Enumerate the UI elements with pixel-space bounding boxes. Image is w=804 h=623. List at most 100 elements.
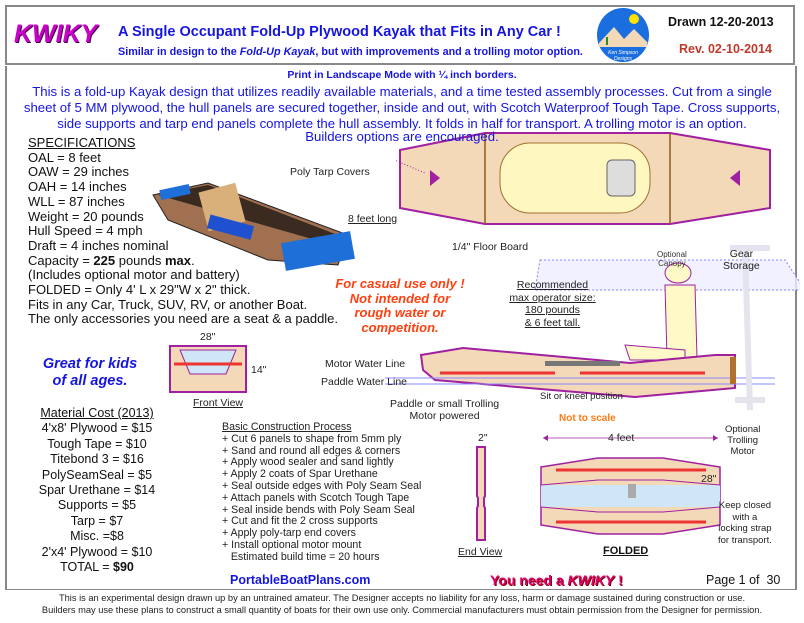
material-line: Misc. =$8 xyxy=(70,529,124,544)
material-line: Supports = $5 xyxy=(57,498,137,513)
disclaimer-line: This is an experimental design drawn up … xyxy=(58,593,746,603)
keep-line: Keep closed xyxy=(718,500,772,511)
gear-line: Storage xyxy=(723,260,760,272)
header-box xyxy=(5,5,795,65)
intro-line: Builders options are encouraged. xyxy=(305,129,499,144)
page-title: A Single Occupant Fold-Up Plywood Kayak … xyxy=(118,24,561,40)
material-cost: Material Cost (2013) 4'x8' Plywood = $15… xyxy=(22,406,172,575)
svg-text:Ken Simpson: Ken Simpson xyxy=(608,50,638,56)
rec-line: & 6 feet tall. xyxy=(524,316,581,329)
material-line: 2'x4' Plywood = $10 xyxy=(41,544,153,559)
intro-line: This is a fold-up Kayak design that util… xyxy=(32,84,772,99)
construction-step: + Apply wood sealer and sand lightly xyxy=(222,456,394,469)
material-line: PolySeamSeal = $5 xyxy=(41,467,153,482)
keep-line: for transport. xyxy=(718,534,772,546)
warning-line: Not intended for xyxy=(349,290,451,306)
cap-pre: Capacity = xyxy=(28,252,94,268)
body-frame xyxy=(5,66,797,590)
page-number: Page 1 of 30 xyxy=(706,573,781,587)
svg-text:Designs: Designs xyxy=(614,56,633,62)
end-width: 2" xyxy=(478,432,488,444)
subtitle-post: , but with improvements and a trolling m… xyxy=(315,46,583,58)
construction-step: + Attach panels with Scotch Tough Tape xyxy=(222,491,410,504)
disclaimer: This is an experimental design drawn up … xyxy=(0,592,804,616)
material-line: Spar Urethane = $14 xyxy=(38,483,156,498)
website-link[interactable]: PortableBoatPlans.com xyxy=(230,573,371,587)
end-view-label: End View xyxy=(458,546,503,558)
need-pre: You need a xyxy=(490,572,568,588)
canopy-line: Optional xyxy=(657,250,687,259)
need-post: ! xyxy=(614,572,623,588)
print-note: Print in Landscape Mode with ¼ inch bord… xyxy=(287,69,517,81)
not-to-scale: Not to scale xyxy=(559,413,616,424)
label-paddle-water-line: Paddle Water Line xyxy=(321,376,407,388)
spec-line: The only accessories you need are a seat… xyxy=(28,311,339,327)
trolling-line: Optional xyxy=(725,424,761,435)
front-view-diagram xyxy=(169,345,247,393)
kids-line: Great for kids xyxy=(42,356,138,372)
kayak-side-view xyxy=(385,245,800,411)
subtitle-em: Fold-Up Kayak xyxy=(239,46,316,58)
rec-line: Recommended xyxy=(516,279,589,291)
kwiky-logo: KWIKY xyxy=(14,20,98,48)
construction-step: Estimated build time = 20 hours xyxy=(222,550,380,563)
subtitle-pre: Similar in design to the xyxy=(118,46,240,58)
material-line: 4'x8' Plywood = $15 xyxy=(41,421,153,436)
construction-step: + Apply 2 coats of Spar Urethane xyxy=(222,468,378,481)
spec-line: FOLDED = Only 4' L x 29"W x 2" thick. xyxy=(28,282,251,298)
end-view-diagram xyxy=(476,446,486,541)
folded-height: 28" xyxy=(701,473,717,485)
disclaimer-line: Builders may use these plans to construc… xyxy=(41,605,763,615)
rec-line: 180 pounds xyxy=(525,304,580,316)
spec-line: OAH = 14 inches xyxy=(28,179,127,195)
construction-step: + Sand and round all edges & corners xyxy=(222,444,401,457)
drawn-date: Drawn 12-20-2013 xyxy=(668,15,774,29)
designer-badge-icon: Ken Simpson Designs xyxy=(597,8,649,62)
label-eight-feet: 8 feet long xyxy=(348,213,398,225)
front-view-label: Front View xyxy=(193,397,243,409)
kayak-top-view xyxy=(395,132,771,225)
spec-line: OAL = 8 feet xyxy=(28,149,101,165)
warning-line: competition. xyxy=(361,319,439,335)
folded-label: FOLDED xyxy=(603,545,649,557)
warning-line: rough water or xyxy=(354,305,446,320)
cap-post: . xyxy=(191,252,195,268)
material-total: TOTAL = $90 xyxy=(22,560,172,575)
rec-line: max operator size: xyxy=(509,291,596,304)
trolling-line: Trolling xyxy=(727,435,759,446)
total-value: $90 xyxy=(113,560,134,575)
folded-width: 4 feet xyxy=(608,432,635,444)
need-a-kwiky: You need a KWIKY ! xyxy=(490,572,623,588)
subtitle: Similar in design to the Fold-Up Kayak, … xyxy=(118,46,583,58)
specifications: SPECIFICATIONS OAL = 8 feet OAW = 29 inc… xyxy=(28,135,339,327)
cap-max: max xyxy=(164,252,192,268)
front-width: 28" xyxy=(200,331,216,343)
materials-heading: Material Cost (2013) xyxy=(40,406,154,420)
spec-line: Weight = 20 pounds xyxy=(28,208,144,224)
spec-line: Draft = 4 inches nominal xyxy=(28,237,169,253)
cap-mid: pounds xyxy=(115,252,165,268)
spec-line: Hull Speed = 4 mph xyxy=(28,223,143,239)
label-motor-water-line: Motor Water Line xyxy=(325,358,406,370)
front-height: 14" xyxy=(251,364,267,376)
intro-line: side supports and tarp end panels comple… xyxy=(57,116,747,131)
construction-step: + Seal outside edges with Poly Seam Seal xyxy=(222,479,422,492)
total-label: TOTAL = xyxy=(60,560,114,575)
gear-line: Gear xyxy=(729,248,754,260)
spec-line: OAW = 29 inches xyxy=(28,164,130,180)
construction-step: + Apply poly-tarp end covers xyxy=(222,527,356,540)
intro-line: sheet of 5 MM plywood, the hull panels a… xyxy=(23,100,781,115)
label-sit-kneel: Sit or kneel position xyxy=(540,391,623,402)
need-em: KWIKY xyxy=(567,572,615,588)
trolling-line: Motor xyxy=(730,446,755,457)
intro-paragraph: This is a fold-up Kayak design that util… xyxy=(0,84,804,145)
kids-line: of all ages. xyxy=(52,373,128,389)
powered-line: Motor powered xyxy=(409,410,480,422)
